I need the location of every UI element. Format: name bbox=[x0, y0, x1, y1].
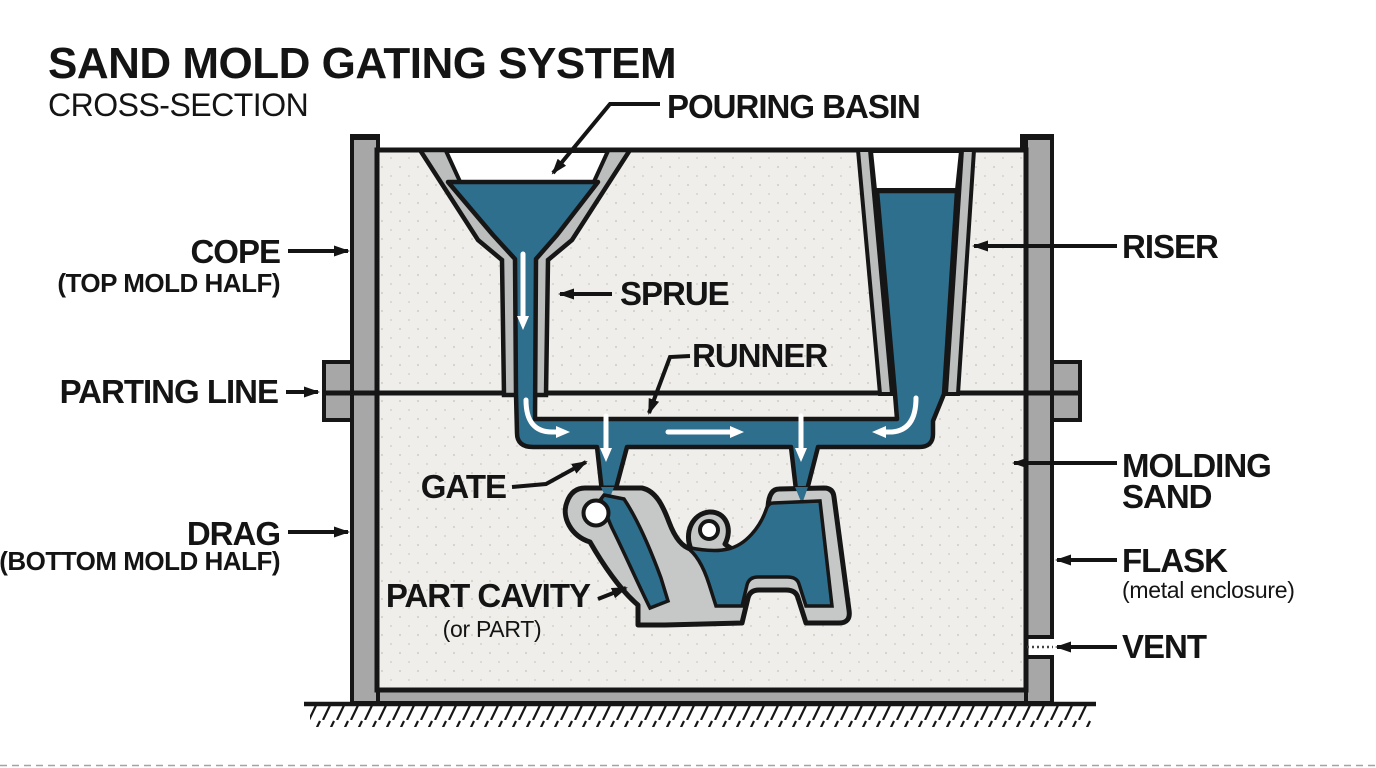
label-cope: COPE bbox=[190, 233, 280, 270]
label-part-cavity-sub: (or PART) bbox=[443, 616, 542, 642]
flask-right-wall-lower bbox=[1024, 655, 1054, 705]
label-part-cavity: PART CAVITY bbox=[386, 577, 591, 614]
label-runner: RUNNER bbox=[692, 337, 828, 374]
part-cavity-metal-right bbox=[685, 499, 834, 608]
ground-hatching bbox=[310, 706, 1092, 727]
flask-left-wall bbox=[350, 136, 380, 705]
part-cavity-group bbox=[562, 485, 852, 628]
label-molding-sand-1: MOLDING bbox=[1122, 447, 1271, 484]
label-cope-sub: (TOP MOLD HALF) bbox=[57, 268, 280, 298]
label-pouring-basin: POURING BASIN bbox=[667, 88, 920, 125]
part-hole-left bbox=[581, 498, 611, 528]
label-riser: RISER bbox=[1122, 228, 1219, 265]
gate-arrow bbox=[511, 460, 588, 489]
label-molding-sand-2: SAND bbox=[1122, 478, 1212, 515]
pouring-basin-arrow bbox=[551, 102, 660, 175]
diagram-labels: POURING BASIN COPE (TOP MOLD HALF) SPRUE… bbox=[0, 88, 1295, 665]
label-flask: FLASK bbox=[1122, 542, 1228, 579]
part-hole-middle bbox=[698, 519, 720, 541]
part-cavity-arrow bbox=[597, 586, 628, 601]
label-vent: VENT bbox=[1122, 628, 1207, 665]
flask-enclosure bbox=[322, 134, 1082, 705]
page-subtitle: CROSS-SECTION bbox=[48, 87, 308, 123]
runner-from-riser-elbow-arrow bbox=[872, 395, 919, 438]
runner-left-elbow-arrow bbox=[523, 397, 570, 438]
label-gate: GATE bbox=[421, 468, 506, 505]
flask-right-wall-upper bbox=[1024, 136, 1054, 639]
page-title: SAND MOLD GATING SYSTEM bbox=[48, 39, 676, 88]
label-drag: DRAG bbox=[187, 515, 280, 552]
label-flask-sub: (metal enclosure) bbox=[1122, 577, 1295, 603]
label-drag-sub: (BOTTOM MOLD HALF) bbox=[0, 546, 280, 576]
label-parting-line: PARTING LINE bbox=[60, 373, 278, 410]
riser-left-lining bbox=[855, 148, 895, 396]
label-sprue: SPRUE bbox=[620, 275, 729, 312]
runner-arrow bbox=[647, 354, 691, 415]
gate2-entry bbox=[795, 487, 808, 504]
leader-arrows bbox=[286, 102, 1117, 653]
flow-arrows bbox=[517, 251, 919, 462]
riser-empty-space bbox=[868, 149, 964, 192]
